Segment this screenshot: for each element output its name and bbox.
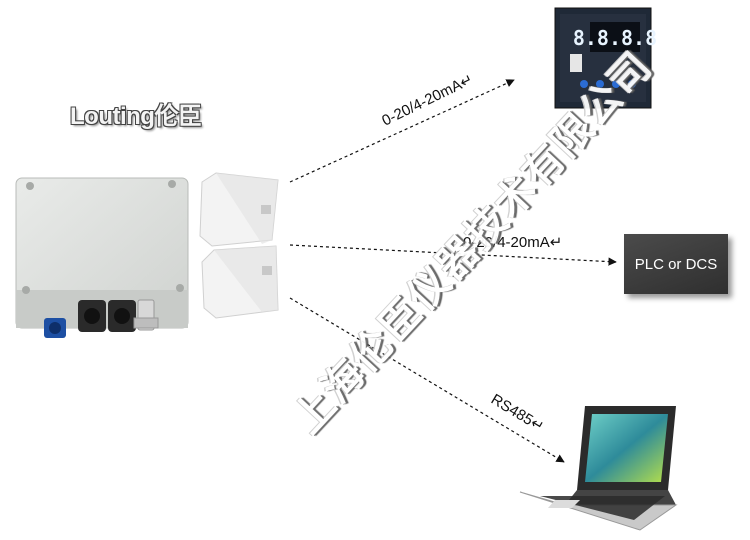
panel-meter: 8.8.8.8 — [554, 7, 657, 109]
signal-label-bottom: RS485↵ — [488, 391, 547, 436]
metal-fitting — [133, 299, 159, 331]
plc-dcs-label: PLC or DCS — [634, 255, 718, 273]
arrow-to-meter — [289, 79, 515, 183]
sensor-head-bottom — [201, 245, 279, 319]
arrow-to-plc — [289, 244, 617, 266]
sensor-heads — [199, 172, 279, 319]
signal-label-top: 0-20/4-20mA↵ — [379, 71, 476, 130]
cable-gland-2 — [108, 300, 136, 332]
brand-logo-text: Louting伦臣 — [70, 103, 202, 130]
meter-buttons — [580, 80, 636, 88]
signal-label-middle: 0-20/4-20mA↵ — [463, 234, 562, 251]
blue-connector — [44, 318, 66, 338]
arrow-to-laptop — [289, 297, 565, 463]
laptop — [519, 406, 678, 531]
meter-display: 8.8.8.8 — [573, 26, 657, 50]
plc-dcs-box: PLC or DCS — [624, 234, 728, 294]
meter-display-window — [590, 22, 640, 52]
laptop-screen — [585, 414, 668, 482]
sensor-head-top — [199, 172, 279, 247]
transmitter-box — [15, 177, 189, 338]
cable-gland-1 — [78, 300, 106, 332]
